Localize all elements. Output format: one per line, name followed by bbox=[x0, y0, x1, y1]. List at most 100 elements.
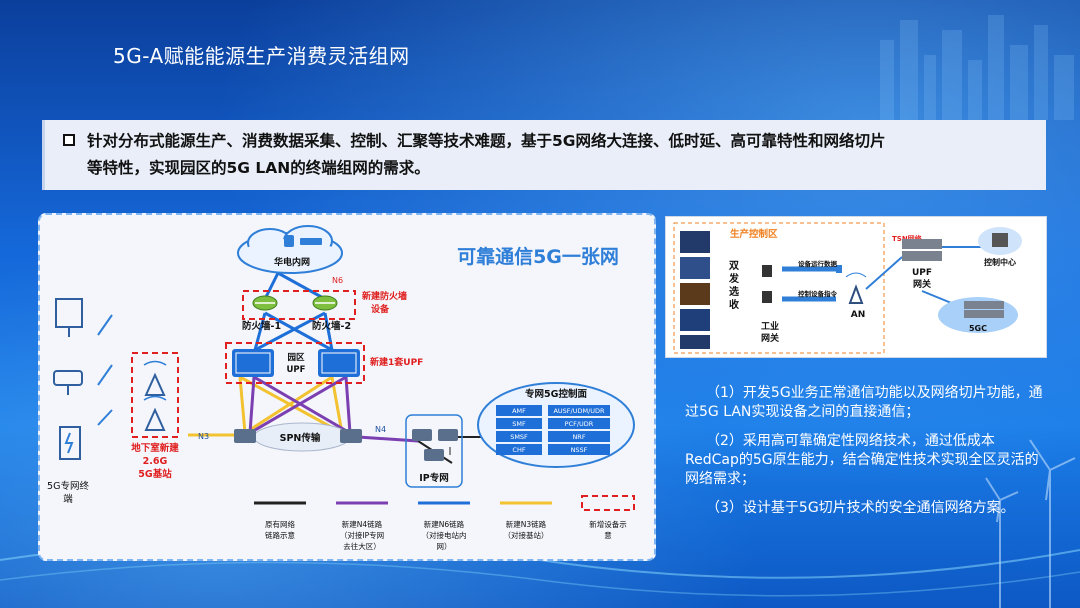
control-function-label: SMF bbox=[512, 420, 526, 428]
control-function-box bbox=[548, 418, 610, 429]
upf-label-1: 园区 bbox=[287, 353, 305, 363]
tsn-label: TSN网络 bbox=[892, 234, 922, 243]
intranet-cloud: 华电内网 bbox=[237, 225, 343, 274]
legend-label: 新建N3链路 bbox=[506, 519, 547, 529]
core-label: 5GC bbox=[969, 324, 987, 333]
control-function-label: AMF bbox=[512, 407, 526, 415]
terminal-label-2: 端 bbox=[63, 493, 73, 505]
control-plane-title: 专网5G控制面 bbox=[525, 388, 587, 400]
wireless-signal-icon bbox=[97, 314, 113, 426]
control-function-box bbox=[496, 418, 542, 429]
industrial-gateway-icon bbox=[762, 265, 772, 303]
firewall-1-icon bbox=[252, 295, 278, 311]
control-function-box bbox=[548, 405, 610, 416]
point-2: （2）采用高可靠确定性网络技术，通过低成本RedCap的5G原生能力，结合确定性… bbox=[685, 433, 1039, 487]
legend-label: 新增设备示 bbox=[589, 519, 627, 529]
upf-right-icon bbox=[318, 349, 360, 377]
legend-label: （对接IP专网 bbox=[340, 530, 384, 540]
intro-line-2: 等特性，实现园区的5G LAN的终端组网的需求。 bbox=[87, 159, 430, 177]
uplink-label: 设备运行数据 bbox=[798, 259, 838, 268]
spn-label: SPN传输 bbox=[280, 432, 321, 444]
control-function-label: SMSF bbox=[510, 433, 528, 441]
server-icon bbox=[300, 238, 322, 245]
control-function-label: NSSF bbox=[571, 446, 588, 454]
slide-title: 5G-A赋能能源生产消费灵活组网 bbox=[113, 44, 410, 68]
base-label-2: 2.6G bbox=[143, 456, 168, 467]
legend-label: 网） bbox=[437, 542, 452, 551]
firewall-1-label: 防火墙-1 bbox=[242, 320, 281, 332]
ip-label: IP专网 bbox=[419, 472, 449, 484]
legend-label: 新建N6链路 bbox=[424, 519, 465, 529]
database-icon bbox=[284, 235, 294, 247]
dual-label-char: 收 bbox=[729, 298, 739, 311]
base-label-3: 5G基站 bbox=[138, 468, 172, 480]
legend-label: 去往大区） bbox=[343, 541, 381, 551]
new-firewall-label-1: 新建防火墙 bbox=[362, 290, 407, 302]
key-points: （1）开发5G业务正常通信功能以及网络切片功能，通过5G LAN实现设备之间的直… bbox=[685, 384, 1045, 528]
control-center-label: 控制中心 bbox=[984, 257, 1016, 267]
photo-upf-label-1: UPF bbox=[912, 268, 932, 278]
dual-label-char: 发 bbox=[728, 272, 740, 285]
spn-router-left-icon bbox=[234, 429, 256, 443]
control-function-box bbox=[496, 405, 542, 416]
control-function-label: NRF bbox=[572, 433, 585, 441]
checkbox-bullet-icon bbox=[63, 134, 75, 146]
production-zone-box bbox=[673, 222, 885, 354]
base-station-1-icon bbox=[143, 360, 167, 396]
upf-label-2: UPF bbox=[287, 365, 306, 375]
terminal-board-icon bbox=[55, 298, 83, 337]
downlink-label: 控制设备指令 bbox=[798, 289, 838, 298]
legend-label: （对接电站内 bbox=[422, 530, 467, 540]
control-function-label: PCF/UDR bbox=[565, 420, 594, 428]
control-function-label: CHF bbox=[512, 446, 525, 454]
new-base-station-box bbox=[131, 352, 179, 438]
ip-router-2-icon bbox=[438, 429, 458, 441]
control-function-box bbox=[496, 444, 542, 455]
ip-network-box bbox=[405, 414, 463, 488]
legend-label: 原有网络 bbox=[265, 519, 295, 529]
dual-label-char: 双 bbox=[729, 260, 739, 272]
intro-box: 针对分布式能源生产、消费数据采集、控制、汇聚等技术难题，基于5G网络大连接、低时… bbox=[42, 120, 1046, 190]
base-label-1: 地下室新建 bbox=[131, 442, 179, 454]
legend-swatch bbox=[581, 495, 635, 511]
n4-label: N4 bbox=[375, 425, 386, 434]
ip-router-1-icon bbox=[412, 429, 432, 441]
intro-text: 针对分布式能源生产、消费数据采集、控制、汇聚等技术难题，基于5G网络大连接、低时… bbox=[87, 128, 1037, 182]
new-upf-box bbox=[225, 342, 365, 384]
production-zone-label: 生产控制区 bbox=[730, 228, 778, 240]
meter-icon bbox=[59, 426, 81, 460]
upf-left-icon bbox=[232, 349, 274, 377]
network-diagram-panel: 华电内网 N6 防火墙-1 防火墙-2 新建防火墙 设备 园区 UPF 新建1套… bbox=[38, 213, 656, 561]
ip-router-3-icon bbox=[424, 449, 444, 461]
photo-upf-label-2: 网关 bbox=[913, 278, 931, 290]
an-label: AN bbox=[851, 310, 866, 320]
new-firewall-label-2: 设备 bbox=[371, 303, 390, 315]
links bbox=[188, 271, 484, 464]
intranet-label: 华电内网 bbox=[274, 256, 310, 268]
new-upf-label: 新建1套UPF bbox=[370, 356, 423, 368]
control-function-label: AUSF/UDM/UDR bbox=[553, 407, 605, 415]
core-cloud-icon bbox=[938, 297, 1018, 333]
dual-label-char: 选 bbox=[729, 285, 739, 298]
upf-server-icon bbox=[902, 239, 942, 249]
legend-label: 链路示意 bbox=[265, 530, 295, 540]
legend-label: （对接基站） bbox=[504, 530, 549, 540]
control-function-box bbox=[548, 431, 610, 442]
control-plane-functions: AMF SMF SMSF CHF AUSF/UDM/UDR PCF/UDR NRF NSSF bbox=[496, 405, 610, 455]
antenna-icon bbox=[845, 272, 867, 304]
point-3: （3）设计基于5G切片技术的安全通信网络方案。 bbox=[706, 500, 1015, 516]
intro-line-1: 针对分布式能源生产、消费数据采集、控制、汇聚等技术难题，基于5G网络大连接、低时… bbox=[87, 132, 886, 150]
terminal-label-1: 5G专网终 bbox=[47, 480, 89, 492]
control-center-icon bbox=[978, 227, 1022, 255]
n3-label: N3 bbox=[198, 432, 209, 441]
legend-label: 新建N4链路 bbox=[342, 519, 383, 529]
firewall-2-label: 防火墙-2 bbox=[312, 320, 351, 332]
n6-label: N6 bbox=[332, 276, 343, 285]
point-1: （1）开发5G业务正常通信功能以及网络切片功能，通过5G LAN实现设备之间的直… bbox=[685, 385, 1043, 420]
control-function-box bbox=[548, 444, 610, 455]
gateway-label-2: 网关 bbox=[761, 332, 779, 344]
